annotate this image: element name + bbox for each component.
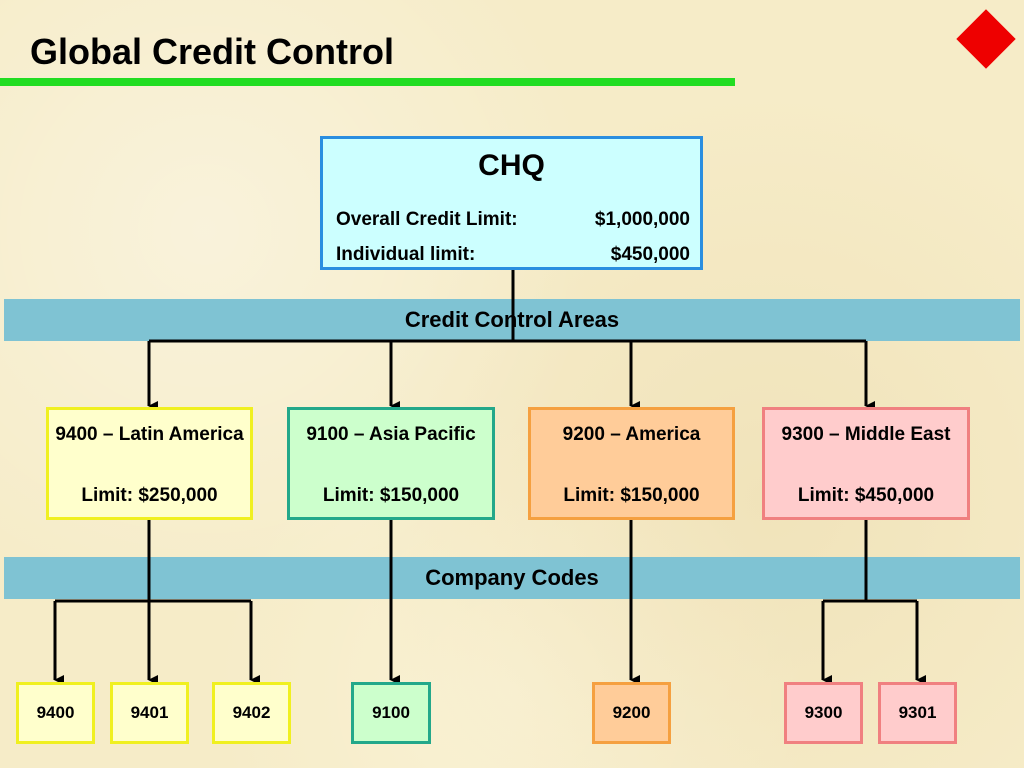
overall-limit-label: Overall Credit Limit: <box>336 209 518 230</box>
individual-limit-label: Individual limit: <box>336 244 476 265</box>
company-code-9301: 9301 <box>878 682 957 744</box>
company-code-9401: 9401 <box>110 682 189 744</box>
area-name: 9100 – Asia Pacific <box>306 424 476 445</box>
area-box-asia-pacific: 9100 – Asia Pacific Limit: $150,000 <box>287 407 495 520</box>
company-codes-label: Company Codes <box>425 565 599 590</box>
company-code-9100: 9100 <box>351 682 431 744</box>
chq-box: CHQ Overall Credit Limit: $1,000,000 Ind… <box>320 136 703 270</box>
title-underline <box>0 78 735 86</box>
area-box-america: 9200 – America Limit: $150,000 <box>528 407 735 520</box>
area-name: 9200 – America <box>562 424 701 445</box>
individual-limit-value: $450,000 <box>610 244 690 265</box>
company-code-9402: 9402 <box>212 682 291 744</box>
area-name: 9400 – Latin America <box>55 424 244 445</box>
page-title: Global Credit Control <box>30 31 394 72</box>
overall-limit-value: $1,000,000 <box>594 209 690 230</box>
company-code-9300: 9300 <box>784 682 863 744</box>
area-limit: Limit: $150,000 <box>322 485 460 506</box>
chq-overall-limit-row: Overall Credit Limit: $1,000,000 <box>336 209 690 231</box>
area-limit: Limit: $250,000 <box>81 485 218 506</box>
company-codes-band: Company Codes <box>4 557 1020 599</box>
area-name: 9300 – Middle East <box>781 424 951 445</box>
company-code-9200: 9200 <box>592 682 671 744</box>
area-box-middle-east: 9300 – Middle East Limit: $450,000 <box>762 407 970 520</box>
area-limit: Limit: $150,000 <box>563 485 700 506</box>
area-box-latin-america: 9400 – Latin America Limit: $250,000 <box>46 407 253 520</box>
chq-title: CHQ <box>478 149 545 182</box>
company-code-9400: 9400 <box>16 682 95 744</box>
area-limit: Limit: $450,000 <box>797 485 935 506</box>
chq-individual-limit-row: Individual limit: $450,000 <box>336 244 690 266</box>
